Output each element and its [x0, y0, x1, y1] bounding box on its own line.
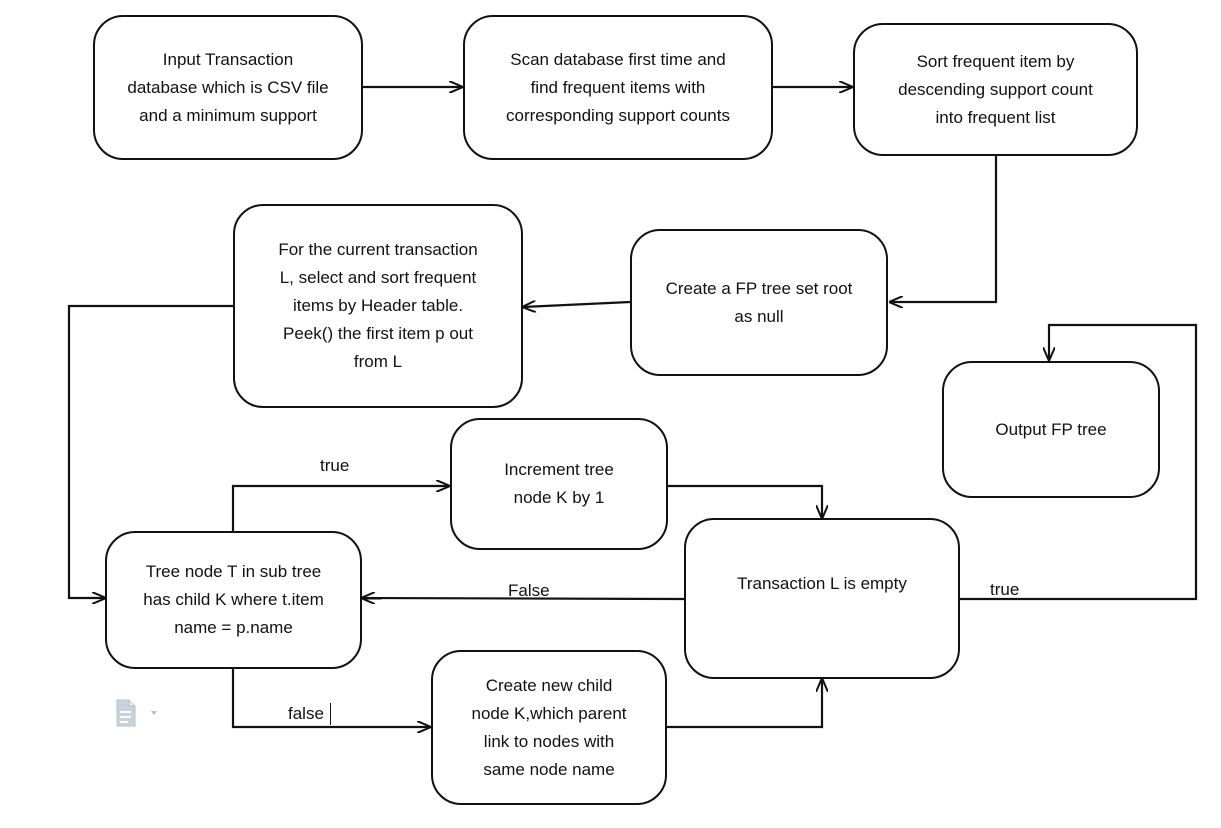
node-input: Input Transaction database which is CSV … [93, 15, 363, 160]
edge-label-false-bottom: false [288, 704, 324, 723]
node-sort: Sort frequent item by descending support… [853, 23, 1138, 156]
node-new-child: Create new child node K,which parent lin… [431, 650, 667, 805]
node-current-transaction: For the current transaction L, select an… [233, 204, 523, 408]
edge-current-to-treenode [67, 304, 233, 598]
node-scan-text: Scan database first time and find freque… [506, 49, 730, 125]
text-cursor [330, 703, 331, 725]
node-current-transaction-text: For the current transaction L, select an… [278, 240, 478, 371]
edge-create-to-current [523, 302, 631, 307]
node-increment-text: Increment tree node K by 1 [504, 460, 614, 507]
node-create-tree-text: Create a FP tree set root as null [665, 278, 853, 326]
edge-sort-to-create [890, 155, 998, 302]
node-output-text: Output FP tree [995, 419, 1107, 439]
edge-treenode-true [231, 486, 449, 531]
node-scan: Scan database first time and find freque… [463, 15, 773, 160]
node-increment: Increment tree node K by 1 [450, 418, 668, 550]
node-sort-text: Sort frequent item by descending support… [898, 51, 1093, 127]
edge-label-true-top: true [320, 456, 350, 475]
edge-empty-false [362, 598, 685, 599]
node-tree-node-check: Tree node T in sub tree has child K wher… [105, 531, 362, 669]
edge-label-true-right: true [990, 580, 1020, 599]
edge-empty-true [960, 323, 1198, 601]
edge-treenode-false [231, 669, 430, 727]
document-icon[interactable] [116, 699, 164, 729]
node-new-child-text: Create new child node K,which parent lin… [471, 675, 627, 779]
node-input-text: Input Transaction database which is CSV … [127, 49, 329, 125]
node-transaction-empty-text: Transaction L is empty [737, 574, 907, 593]
node-output: Output FP tree [942, 361, 1160, 498]
edge-label-false-mid: False [508, 581, 550, 600]
node-tree-node-check-text: Tree node T in sub tree has child K wher… [143, 562, 324, 637]
edge-increment-to-empty [668, 484, 822, 518]
edge-newchild-to-empty [667, 679, 822, 729]
node-transaction-empty: Transaction L is empty [684, 518, 960, 679]
node-create-tree: Create a FP tree set root as null [630, 229, 888, 376]
